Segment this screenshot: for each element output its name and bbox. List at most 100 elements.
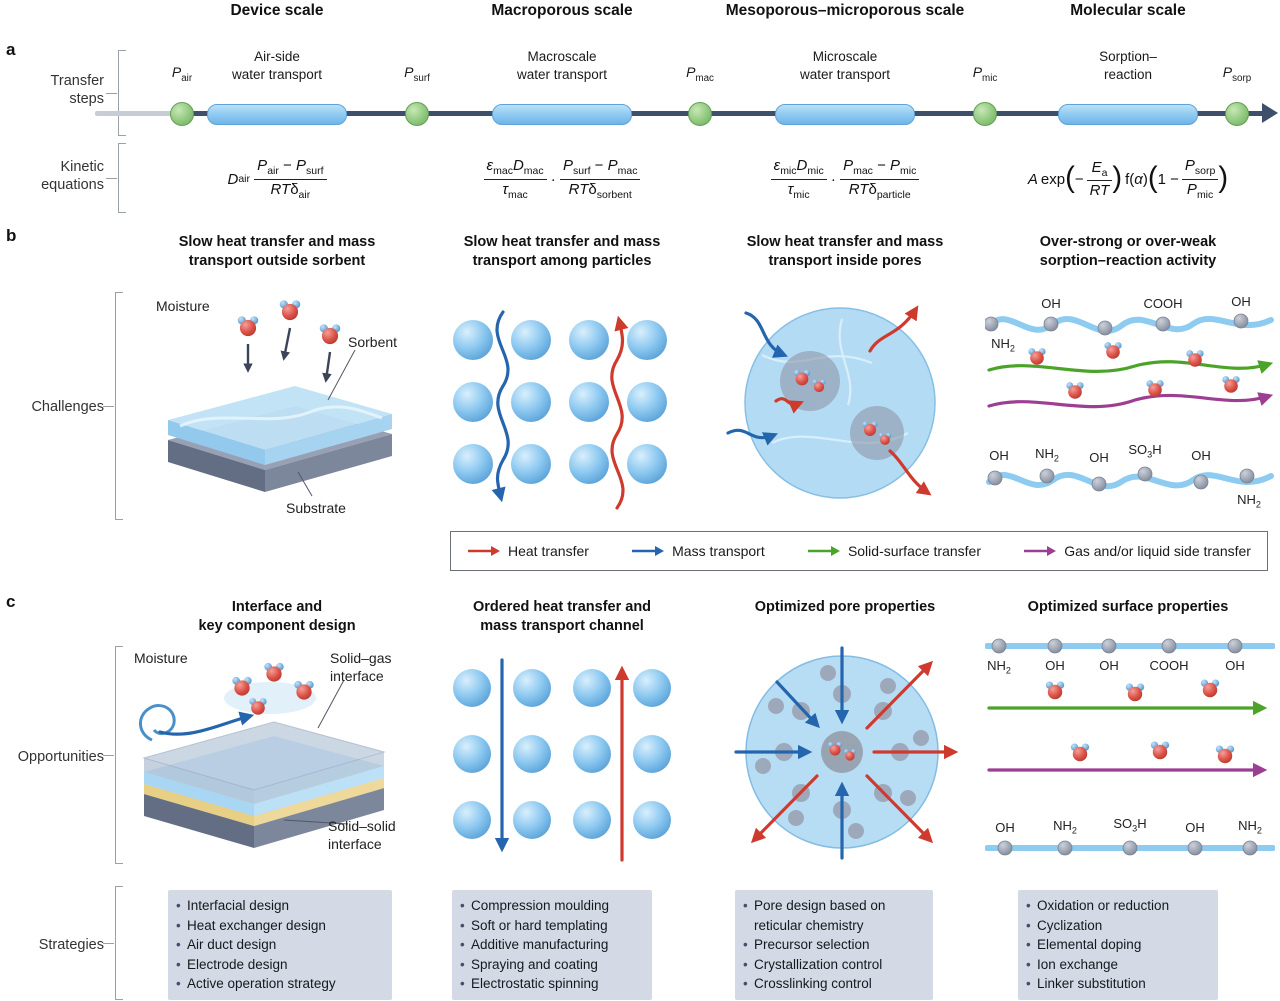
mass-transport-arrow (775, 680, 820, 729)
heat-transfer-arrow-icon (468, 546, 500, 556)
opportunity-header-2: Ordered heat transfer and mass transport… (472, 599, 652, 634)
solid-solid-pointer-line (283, 819, 349, 825)
strategy-box-molecular: Oxidation or reduction Cyclization Eleme… (1018, 890, 1218, 1000)
polymer-chain-bottom (986, 471, 1274, 490)
strategy-box-macroporous: Compression moulding Soft or hard templa… (452, 890, 652, 1000)
functional-group-label: NH2 (987, 658, 1011, 676)
gas-liquid-transfer-arrow-icon (1024, 546, 1057, 556)
water-molecule-icon (1222, 376, 1240, 393)
water-molecule-icon (1150, 741, 1170, 760)
challenge-panel-mesoporous (722, 293, 967, 515)
water-molecule-icon (237, 316, 259, 337)
challenge-header-3: Slow heat transfer and mass transport in… (746, 234, 944, 269)
functional-group-label: OH (1089, 450, 1109, 465)
scale-header-device: Device scale (230, 2, 324, 19)
functional-group-label: OH (989, 448, 1009, 463)
strategy-item: Electrostatic spinning (458, 974, 644, 994)
kinetic-equations-bracket (106, 143, 126, 213)
heat-transfer-arrow (888, 449, 932, 496)
heat-transfer-arrow (610, 315, 629, 510)
mass-transport-arrow (491, 310, 510, 503)
strategy-item: Air duct design (174, 935, 384, 955)
legend-label: Heat transfer (508, 543, 589, 559)
opportunities-bracket (103, 646, 123, 864)
sorbent-slab-illustration (168, 300, 392, 497)
strategy-item: Interfacial design (174, 896, 384, 916)
arrow-legend: Heat transfer Mass transport Solid-surfa… (450, 531, 1268, 571)
heat-transfer-arrow (750, 774, 819, 844)
panel-a-letter: a (6, 40, 16, 59)
heat-transfer-arrow (868, 305, 919, 353)
step-label-sorption-reaction: Sorption– reaction (1099, 49, 1157, 82)
water-molecule-icon (1066, 382, 1084, 399)
optimized-pore-illustration (734, 646, 959, 860)
challenge-header-4: Over-strong or over-weak sorption–reacti… (1039, 234, 1217, 269)
strategy-item: Additive manufacturing (458, 935, 644, 955)
water-molecule-icon (1125, 683, 1145, 702)
substrate-pointer-line (297, 471, 313, 497)
heat-transfer-arrow (865, 660, 934, 730)
strategy-item: Ion exchange (1024, 955, 1210, 975)
node-dot-p-surf (405, 102, 429, 126)
step-segment-air-side (207, 104, 347, 125)
strategy-box-mesoporous: Pore design based on reticular chemistry… (735, 890, 933, 1000)
legend-mass-transport: Mass transport (631, 543, 765, 559)
particle-spheres (453, 320, 667, 484)
solid-gas-interface-label: Solid–gas interface (330, 650, 392, 684)
step-label-air-side: Air-side water transport (231, 49, 323, 82)
water-molecule-icon (1070, 743, 1090, 762)
pipeline-axis-line (180, 111, 1264, 116)
solid-solid-interface-label: Solid–solid interface (328, 818, 396, 852)
strategy-item: Pore design based on reticular chemistry (741, 896, 925, 935)
opportunity-panel-mesoporous (722, 640, 967, 868)
opportunity-header-3: Optimized pore properties (754, 599, 936, 615)
strategy-item: Crosslinking control (741, 974, 925, 994)
strategy-item: Precursor selection (741, 935, 925, 955)
functional-group-label: OH (1225, 658, 1245, 673)
node-dot-p-sorp (1225, 102, 1249, 126)
challenges-label: Challenges (31, 399, 104, 415)
challenges-bracket (103, 292, 123, 520)
challenge-header-2: Slow heat transfer and mass transport am… (463, 234, 661, 269)
legend-label: Solid-surface transfer (847, 543, 981, 559)
strategy-item: Crystallization control (741, 955, 925, 975)
legend-gas-liquid-transfer: Gas and/or liquid side transfer (1023, 543, 1251, 559)
particle-spheres (453, 669, 671, 839)
moisture-label: Moisture (134, 650, 188, 666)
strategy-box-device: Interfacial design Heat exchanger design… (168, 890, 392, 1000)
step-segment-macroscale (492, 104, 632, 125)
substrate-label: Substrate (286, 500, 346, 516)
water-molecule-icon (1028, 348, 1046, 365)
strategy-item: Cyclization (1024, 916, 1210, 936)
strategy-item: Electrode design (174, 955, 384, 975)
sorbent-label: Sorbent (348, 334, 398, 350)
water-molecule-icon (1215, 745, 1235, 764)
optimized-surface-illustration (985, 638, 1275, 856)
node-label-p-mac: Pmac (686, 64, 714, 84)
strategy-item: Compression moulding (458, 896, 644, 916)
opportunity-header-4: Optimized surface properties (1027, 599, 1229, 615)
strategy-item: Elemental doping (1024, 935, 1210, 955)
legend-label: Gas and/or liquid side transfer (1064, 543, 1251, 559)
scale-header-molecular: Molecular scale (1070, 2, 1186, 19)
strategy-item: Spraying and coating (458, 955, 644, 975)
solid-surface-transfer-arrow-icon (807, 546, 840, 556)
ordered-channel-illustration (453, 658, 671, 862)
functional-group-label: SO3H (1113, 816, 1147, 834)
transfer-steps-bracket (106, 50, 126, 136)
mass-transport-arrow (158, 711, 255, 736)
legend-heat-transfer: Heat transfer (467, 543, 589, 559)
legend-solid-surface-transfer: Solid-surface transfer (807, 543, 981, 559)
water-molecule-icon (1045, 681, 1065, 700)
functional-group-label: OH (1231, 294, 1251, 309)
step-segment-microscale (775, 104, 915, 125)
strategy-item: Linker substitution (1024, 974, 1210, 994)
strategy-item: Oxidation or reduction (1024, 896, 1210, 916)
functional-group-label: NH2 (1238, 818, 1262, 836)
water-molecule-icon (1200, 679, 1220, 698)
panel-b-letter: b (6, 226, 17, 245)
transfer-steps-label: Transfer steps (50, 73, 104, 108)
particle-bed-illustration (453, 310, 667, 510)
pore-interior-illustration (726, 305, 936, 499)
